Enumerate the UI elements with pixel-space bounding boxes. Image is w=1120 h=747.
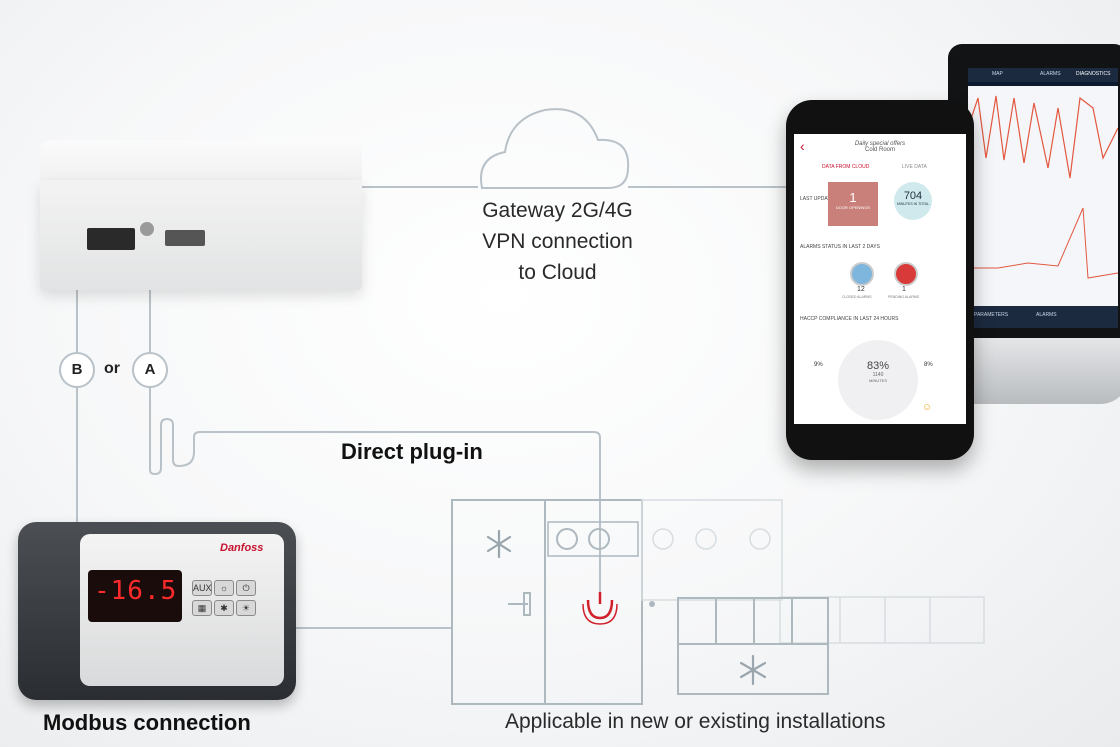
- menu-button[interactable]: ▦: [192, 600, 212, 616]
- app-tabs: DATA FROM CLOUD LIVE DATA: [794, 164, 966, 176]
- closed-alarms-count: 12: [857, 286, 865, 293]
- laptop-screen: MAP ALARMS DIAGNOSTICS PARAMETERS ALARMS: [968, 68, 1118, 328]
- haccp-minutes: 1140: [872, 372, 884, 378]
- direct-plug-label: Direct plug-in: [341, 439, 483, 464]
- laptop-tab[interactable]: MAP: [992, 71, 1003, 77]
- controller-display: -16.5: [88, 570, 182, 622]
- tab-cloud[interactable]: DATA FROM CLOUD: [822, 164, 870, 170]
- closed-alarms-icon: [850, 262, 874, 286]
- pending-alarms-icon: [894, 262, 918, 286]
- back-arrow-icon[interactable]: ‹: [800, 138, 805, 154]
- gateway-device: [40, 140, 362, 290]
- pending-alarms-count: 1: [902, 286, 906, 293]
- left-percent: 9%: [814, 362, 823, 368]
- door-openings-card: 1 DOOR OPENINGS: [828, 182, 878, 226]
- snowflake-icon: [739, 654, 767, 686]
- laptop-base: [960, 338, 1120, 404]
- door-label: DOOR OPENINGS: [835, 205, 871, 210]
- app-title: Daily special offers: [854, 141, 906, 147]
- defrost-button[interactable]: ✱: [214, 600, 234, 616]
- light-button[interactable]: ☼: [214, 580, 234, 596]
- laptop-tab[interactable]: ALARMS: [1040, 71, 1061, 77]
- haccp-percent: 83%: [866, 360, 890, 372]
- gateway-caption-line: VPN connection: [482, 230, 633, 253]
- minutes-total-circle: 704 MINUTES IN TOTAL: [894, 182, 932, 220]
- pending-alarms-label: PENDING ALARMS: [888, 295, 920, 299]
- door-count: 1: [849, 190, 857, 205]
- haccp-title: HACCP COMPLIANCE IN LAST 24 HOURS: [800, 316, 899, 322]
- app-subtitle: Cold Room: [864, 147, 895, 153]
- minutes-label: MINUTES IN TOTAL: [896, 202, 930, 206]
- temperature-readout: -16.5: [94, 576, 178, 606]
- right-percent: 8%: [924, 362, 933, 368]
- minutes-count: 704: [903, 190, 923, 202]
- haccp-minutes-label: MINUTES: [869, 378, 887, 383]
- refrigeration-controller: Danfoss -16.5 AUX ☼ ⏻ ▦ ✱ ☀: [18, 522, 296, 700]
- closed-alarms-label: CLOSED ALARMS: [842, 295, 872, 299]
- smartphone: ‹ Daily special offers Cold Room DATA FR…: [786, 100, 974, 460]
- gateway-caption: Gateway 2G/4G VPN connection to Cloud: [455, 195, 660, 288]
- applicable-label: Applicable in new or existing installati…: [505, 710, 886, 733]
- option-b-badge: B: [59, 352, 95, 388]
- laptop-footer-alarms[interactable]: ALARMS: [1036, 312, 1057, 318]
- app-header: ‹ Daily special offers Cold Room: [794, 134, 966, 162]
- laptop-footer-parameters[interactable]: PARAMETERS: [974, 312, 1009, 318]
- controller-brand: Danfoss: [220, 542, 264, 554]
- tab-live[interactable]: LIVE DATA: [902, 164, 927, 170]
- alarms-title: ALARMS STATUS IN LAST 2 DAYS: [800, 244, 880, 250]
- gateway-caption-line: to Cloud: [518, 261, 597, 284]
- modbus-label: Modbus connection: [43, 710, 251, 735]
- snowflake-icon: [486, 529, 512, 559]
- laptop: MAP ALARMS DIAGNOSTICS PARAMETERS ALARMS: [948, 44, 1120, 344]
- laptop-tab[interactable]: DIAGNOSTICS: [1076, 71, 1111, 77]
- haccp-gauge: 83% 1140 MINUTES: [838, 340, 918, 420]
- phone-screen: ‹ Daily special offers Cold Room DATA FR…: [794, 134, 966, 424]
- gateway-caption-line: Gateway 2G/4G: [482, 199, 633, 222]
- option-a-badge: A: [132, 352, 168, 388]
- plug-icon: [582, 592, 618, 625]
- smiley-icon: ☺: [922, 402, 933, 413]
- set-button[interactable]: ☀: [236, 600, 256, 616]
- power-button[interactable]: ⏻: [236, 580, 256, 596]
- cloud-icon: [480, 108, 630, 189]
- last-update-label: LAST UPDATE: [800, 196, 834, 202]
- aux-button[interactable]: AUX: [192, 580, 212, 596]
- option-or-label: or: [104, 360, 120, 377]
